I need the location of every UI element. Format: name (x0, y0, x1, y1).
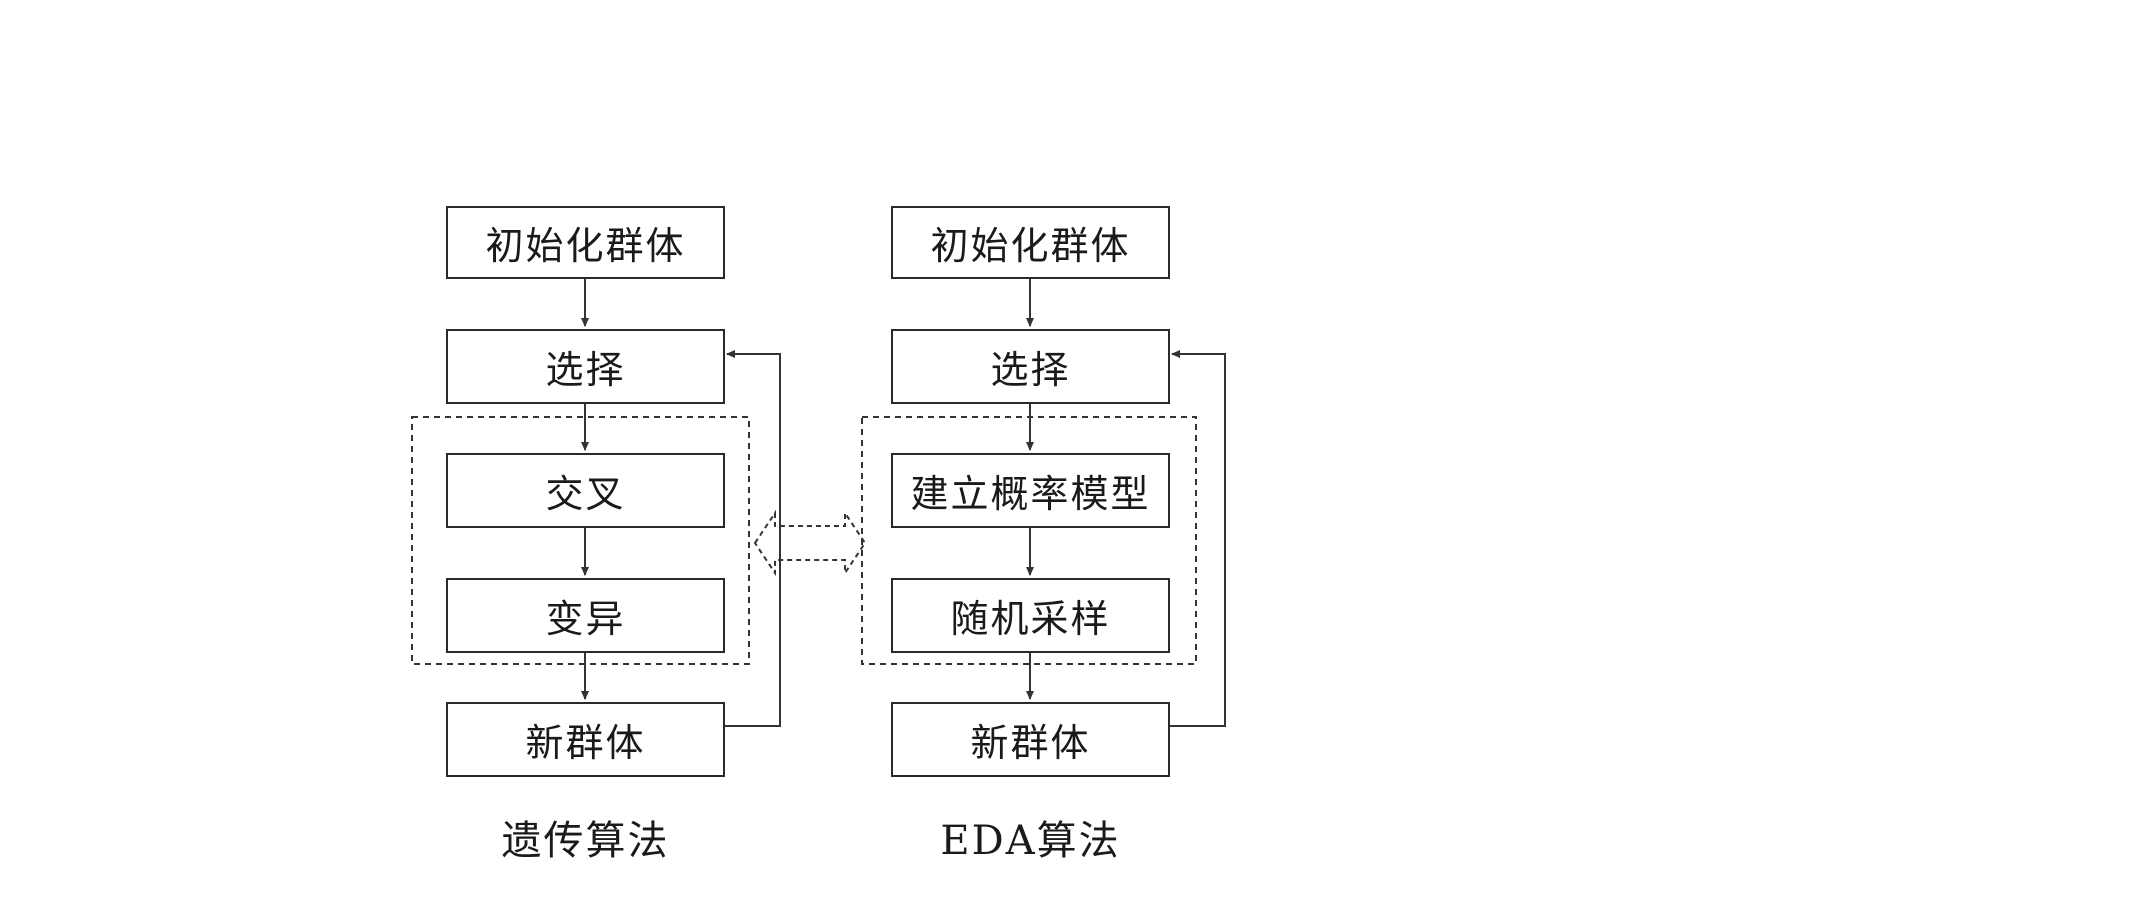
ga-operator-group (411, 416, 750, 665)
eda-new-population-box: 新群体 (891, 702, 1170, 777)
ga-selection-box: 选择 (446, 329, 725, 404)
eda-feedback-loop (1170, 350, 1226, 727)
eda-selection-box: 选择 (891, 329, 1170, 404)
eda-caption: EDA算法 (940, 818, 1121, 864)
eda-init-population-box: 初始化群体 (891, 206, 1170, 279)
ga-new-population-box: 新群体 (446, 702, 725, 777)
ga-feedback-loop (725, 350, 781, 727)
ga-crossover-box: 交叉 (446, 453, 725, 528)
ga-mutation-box: 变异 (446, 578, 725, 653)
eda-sampling-box: 随机采样 (891, 578, 1170, 653)
ga-init-population-box: 初始化群体 (446, 206, 725, 279)
ga-caption: 遗传算法 (501, 818, 670, 864)
eda-model-box: 建立概率模型 (891, 453, 1170, 528)
comparison-double-arrow (753, 509, 867, 577)
